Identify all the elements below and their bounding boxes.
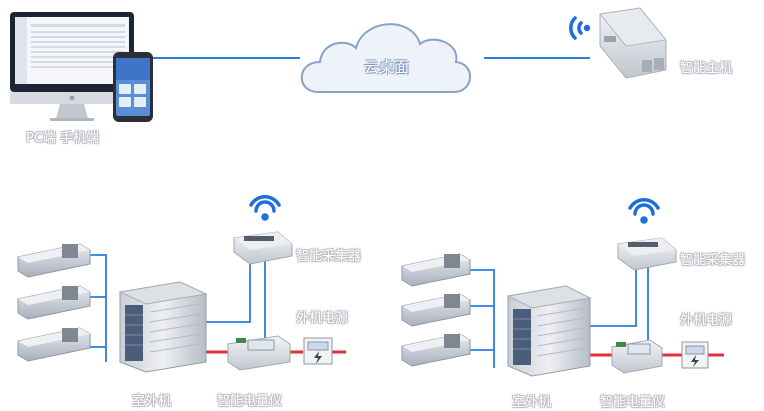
system2-smart-meter-label: 智能电量仪	[600, 395, 666, 410]
wifi-icon	[249, 195, 281, 221]
system1-collector-label: 智能采集器	[296, 249, 362, 264]
mobile-phone	[113, 52, 153, 122]
system2-outdoor-power-label: 外机电源	[680, 313, 733, 328]
system1-comm-lines	[90, 254, 266, 362]
system1-outdoor-power-label: 外机电源	[296, 311, 349, 326]
cloud-icon	[300, 23, 471, 93]
smart-host-device	[599, 7, 667, 79]
desktop-monitor	[10, 12, 134, 121]
system1-power-box	[303, 337, 333, 365]
system2-collector-device	[617, 237, 677, 271]
system2-outdoor-unit	[506, 285, 592, 377]
system2-power-box	[681, 341, 709, 369]
system2-comm-lines	[470, 262, 649, 368]
system1-collector-device	[233, 231, 293, 265]
system2-collector-label: 智能采集器	[680, 253, 746, 268]
smart-host-label: 智能主机	[680, 61, 733, 76]
system1-indoor-units	[17, 243, 91, 362]
system1-smart-meter	[227, 335, 291, 371]
system1-smart-meter-label: 智能电量仪	[217, 394, 283, 409]
wifi-icon	[569, 16, 591, 40]
power-icon	[691, 355, 699, 367]
pc-mobile-label: PC端 手机端	[26, 131, 100, 146]
wifi-icon	[628, 198, 660, 224]
power-icon	[314, 351, 322, 364]
cloud-label: 云桌面	[364, 58, 410, 76]
system2-indoor-units	[401, 253, 471, 367]
system1-outdoor-unit	[118, 281, 208, 373]
system1-outdoor-unit-label: 室外机	[132, 394, 172, 409]
system2-outdoor-unit-label: 室外机	[512, 395, 552, 410]
system2-smart-meter	[611, 339, 663, 374]
